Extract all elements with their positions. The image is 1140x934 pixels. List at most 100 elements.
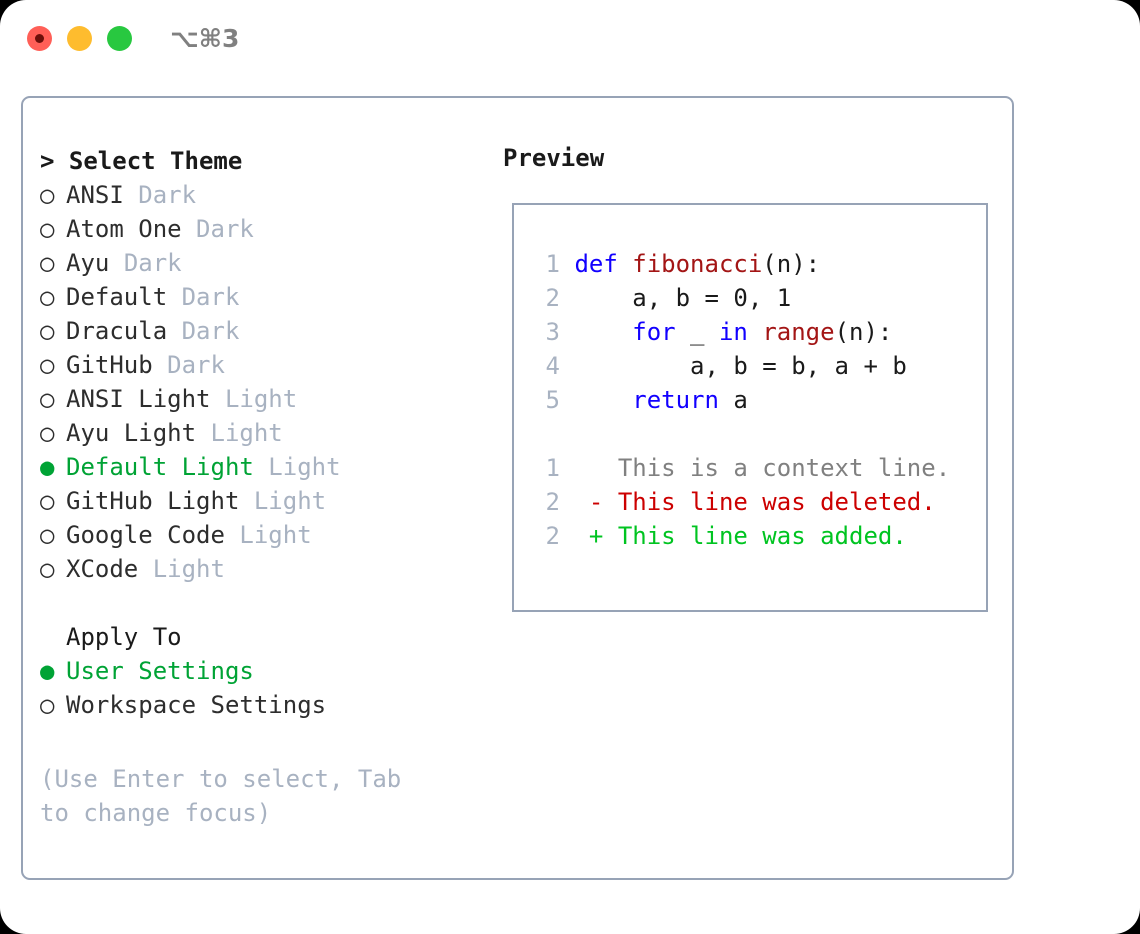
code-token bbox=[574, 318, 632, 346]
dialog-panel: > Select Theme ○ANSI Dark○Atom One Dark○… bbox=[21, 96, 1014, 880]
theme-kind-badge: Light bbox=[210, 419, 283, 447]
theme-kind-badge: Dark bbox=[196, 215, 254, 243]
diff-marker: - bbox=[588, 488, 618, 516]
theme-list-item[interactable]: ○ Atom One Dark bbox=[40, 212, 480, 246]
theme-name-label: Ayu Light bbox=[66, 419, 197, 447]
code-line: 1 def fibonacci(n): bbox=[532, 247, 978, 281]
apply-to-list[interactable]: ● User Settings ○ Workspace Settings bbox=[40, 654, 480, 722]
code-token: (n): bbox=[834, 318, 893, 346]
radio-unselected-icon: ○ bbox=[40, 181, 55, 209]
radio-unselected-icon: ○ bbox=[40, 215, 55, 243]
theme-name-label: Google Code bbox=[66, 521, 225, 549]
close-window-icon bbox=[35, 34, 44, 43]
keyboard-shortcut-label: ⌥⌘3 bbox=[170, 24, 240, 53]
code-token bbox=[574, 386, 632, 414]
theme-name-label: ANSI bbox=[66, 181, 124, 209]
line-number: 4 bbox=[545, 352, 560, 380]
theme-list-item[interactable]: ○ Ayu Light Light bbox=[40, 416, 480, 450]
radio-unselected-icon: ○ bbox=[40, 419, 55, 447]
code-token: return bbox=[632, 386, 719, 414]
line-number: 3 bbox=[545, 318, 560, 346]
theme-kind-badge: Dark bbox=[138, 181, 197, 209]
diff-text: This is a context line. bbox=[617, 454, 951, 482]
code-line: 4 a, b = b, a + b bbox=[532, 349, 978, 383]
theme-kind-badge: Light bbox=[253, 487, 327, 515]
diff-text: This line was added. bbox=[617, 522, 907, 550]
title-bar: ⌥⌘3 bbox=[0, 0, 1140, 78]
diff-marker bbox=[589, 454, 618, 482]
theme-kind-badge: Dark bbox=[167, 351, 225, 379]
apply-to-header: Apply To bbox=[66, 623, 182, 651]
code-token: def bbox=[574, 250, 633, 278]
theme-name-label: XCode bbox=[66, 555, 139, 583]
radio-unselected-icon: ○ bbox=[40, 521, 55, 549]
theme-selector-column: > Select Theme ○ANSI Dark○Atom One Dark○… bbox=[40, 144, 480, 722]
radio-unselected-icon: ○ bbox=[40, 487, 55, 515]
theme-name-label: Dracula bbox=[66, 317, 168, 345]
radio-unselected-icon: ○ bbox=[40, 691, 55, 719]
code-token: range bbox=[762, 318, 835, 346]
theme-list-item[interactable]: ● Default Light Light bbox=[40, 450, 480, 484]
theme-kind-badge: Light bbox=[224, 385, 298, 413]
radio-unselected-icon: ○ bbox=[40, 555, 55, 583]
radio-unselected-icon: ○ bbox=[40, 351, 55, 379]
code-token: a, b = b, a + b bbox=[574, 352, 907, 380]
select-theme-header: > Select Theme bbox=[40, 147, 243, 175]
code-token: a bbox=[718, 386, 748, 414]
theme-name-label: Atom One bbox=[66, 215, 182, 243]
theme-name-label: GitHub Light bbox=[66, 487, 240, 515]
theme-list-item[interactable]: ○ ANSI Dark bbox=[40, 178, 480, 212]
theme-list-item[interactable]: ○ Dracula Dark bbox=[40, 314, 480, 348]
apply-to-item[interactable]: ○ Workspace Settings bbox=[40, 688, 480, 722]
diff-line: 2 - This line was deleted. bbox=[532, 485, 978, 519]
theme-list-item[interactable]: ○Ayu Dark bbox=[40, 246, 480, 280]
theme-list-item[interactable]: ○ Google Code Light bbox=[40, 518, 480, 552]
theme-kind-badge: Dark bbox=[181, 283, 240, 311]
diff-lines: 1 This is a context line.2 - This line w… bbox=[532, 451, 978, 553]
code-token: in bbox=[718, 318, 748, 346]
theme-name-label: ANSI Light bbox=[66, 385, 211, 413]
code-line: 5 return a bbox=[532, 383, 978, 417]
radio-unselected-icon: ○ bbox=[40, 385, 55, 413]
line-number: 5 bbox=[545, 386, 560, 414]
theme-name-label: GitHub bbox=[66, 351, 153, 379]
line-number: 2 bbox=[545, 284, 560, 312]
minimize-window-button[interactable] bbox=[67, 26, 92, 51]
theme-list-item[interactable]: ○ GitHub Dark bbox=[40, 348, 480, 382]
theme-list-item[interactable]: ○Default Dark bbox=[40, 280, 480, 314]
maximize-window-button[interactable] bbox=[107, 26, 132, 51]
theme-list[interactable]: ○ANSI Dark○Atom One Dark○Ayu Dark○Defaul… bbox=[40, 178, 480, 586]
diff-line: 1 This is a context line. bbox=[532, 451, 978, 485]
theme-name-label: Default bbox=[66, 283, 168, 311]
theme-list-item[interactable]: ○ ANSI Light Light bbox=[40, 382, 480, 416]
radio-unselected-icon: ○ bbox=[40, 317, 55, 345]
code-line: 2 a, b = 0, 1 bbox=[532, 281, 978, 315]
code-line: 3 for _ in range(n): bbox=[532, 315, 978, 349]
theme-name-label: Ayu bbox=[66, 249, 110, 277]
theme-kind-badge: Light bbox=[239, 521, 312, 549]
radio-selected-icon: ● bbox=[40, 657, 55, 685]
radio-selected-icon: ● bbox=[40, 453, 55, 481]
diff-marker: + bbox=[588, 522, 618, 550]
list-spacer bbox=[40, 586, 480, 620]
theme-list-item[interactable]: ○ GitHub Light Light bbox=[40, 484, 480, 518]
code-token: fibonacci bbox=[632, 250, 763, 278]
theme-kind-badge: Light bbox=[268, 453, 341, 481]
keyboard-hint-text: (Use Enter to select, Tab to change focu… bbox=[40, 765, 402, 827]
line-number: 1 bbox=[545, 250, 560, 278]
apply-to-item[interactable]: ● User Settings bbox=[40, 654, 480, 688]
apply-to-label: Workspace Settings bbox=[66, 691, 327, 719]
theme-kind-badge: Dark bbox=[181, 317, 240, 345]
preview-header: Preview bbox=[503, 144, 605, 172]
apply-to-label: User Settings bbox=[66, 657, 254, 685]
theme-kind-badge: Light bbox=[152, 555, 225, 583]
theme-list-item[interactable]: ○ XCode Light bbox=[40, 552, 480, 586]
theme-name-label: Default Light bbox=[66, 453, 254, 481]
line-number: 2 bbox=[545, 488, 560, 516]
code-token: for bbox=[632, 318, 676, 346]
diff-text: This line was deleted. bbox=[617, 488, 936, 516]
line-number: 1 bbox=[545, 454, 560, 482]
